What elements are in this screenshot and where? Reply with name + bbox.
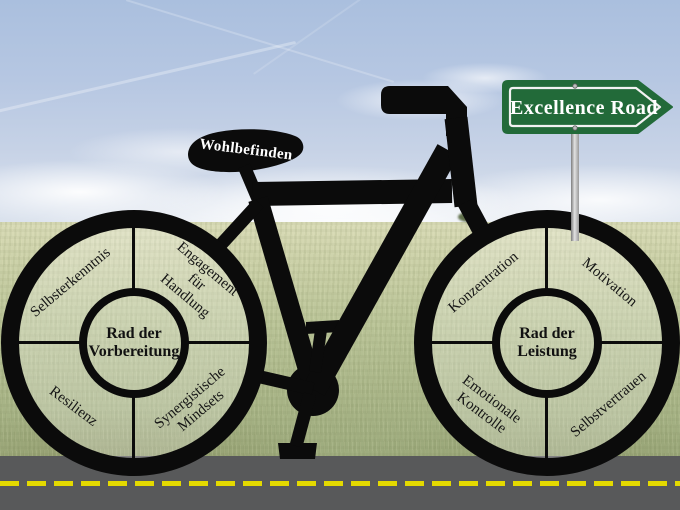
- hub-ring: Rad der Leistung: [492, 288, 602, 398]
- spoke-divider: [132, 396, 135, 458]
- sign-inner-border: [508, 86, 662, 128]
- saddle: [188, 129, 304, 173]
- pedal-upper: [306, 320, 339, 334]
- sign-pole: [571, 129, 579, 241]
- spoke-divider: [187, 341, 249, 344]
- wheel-of-preparation: Selbsterkenntnis Engagement für Handlung…: [1, 210, 267, 476]
- lane-marking: [0, 481, 680, 486]
- sign-label: Excellence Road: [510, 97, 658, 119]
- wheel-of-performance: Konzentration Motivation Emotionale Kont…: [414, 210, 680, 476]
- hub-title: Rad der Leistung: [517, 325, 577, 360]
- spoke-divider: [545, 228, 548, 290]
- crank-lower: [289, 392, 317, 448]
- spoke-divider: [432, 341, 494, 344]
- handlebar: [381, 86, 441, 114]
- excellence-road-sign: Excellence Road: [502, 80, 673, 134]
- spoke-divider: [600, 341, 662, 344]
- head-tube: [444, 116, 478, 208]
- hub-ring: Rad der Vorbereitung: [79, 288, 189, 398]
- spoke-divider: [19, 341, 81, 344]
- crank-upper: [309, 329, 327, 373]
- seat-stay: [211, 198, 264, 255]
- quadrant-label-bottom-left: Resilienz: [46, 383, 101, 430]
- down-tube: [303, 144, 459, 396]
- hub-title: Rad der Vorbereitung: [88, 325, 180, 360]
- spoke-divider: [545, 396, 548, 458]
- pedal-lower: [278, 443, 317, 459]
- spoke-divider: [132, 228, 135, 290]
- sign-plate: [502, 80, 673, 134]
- seat-tube: [248, 196, 324, 393]
- quadrant-label-top-right: Motivation: [578, 254, 641, 311]
- sign-rivet-bottom: [572, 125, 578, 131]
- sign-rivet-top: [572, 83, 578, 89]
